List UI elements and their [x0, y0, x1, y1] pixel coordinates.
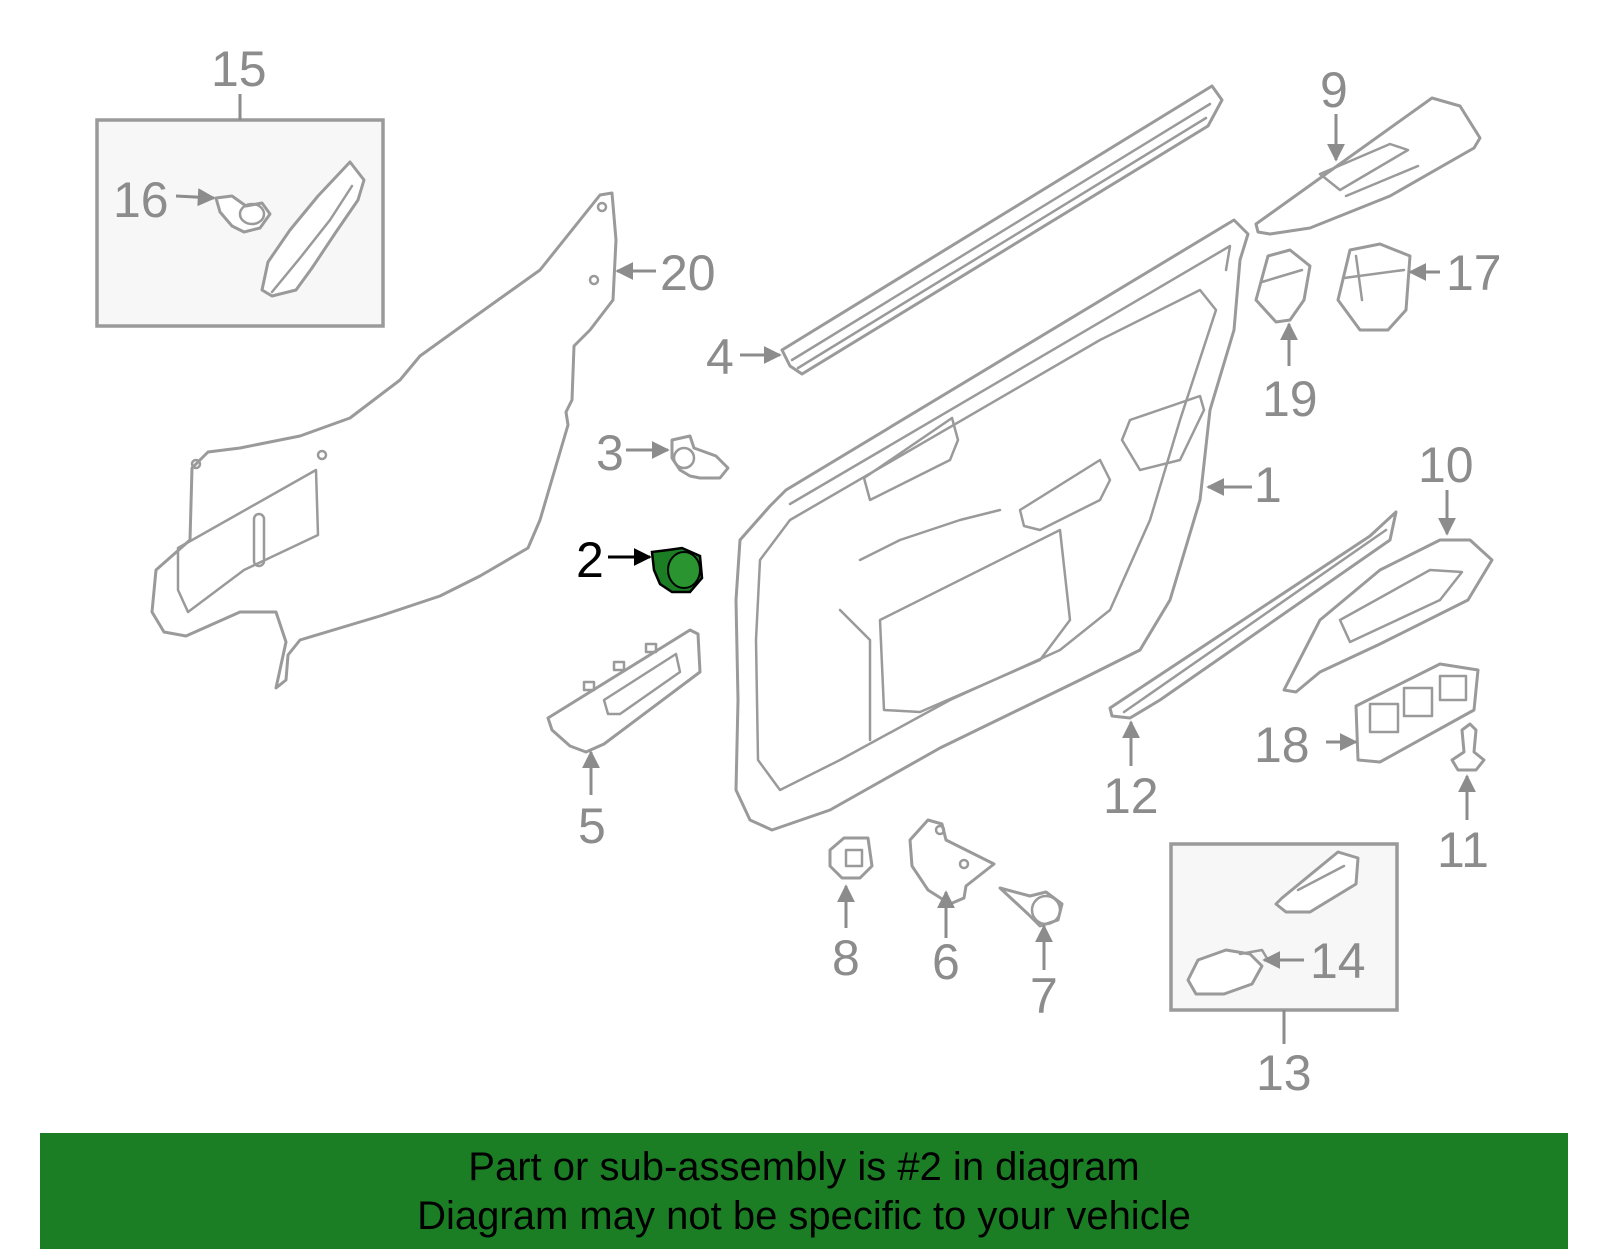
- part-8-clip[interactable]: [828, 836, 874, 928]
- part-19-switch[interactable]: [1254, 248, 1312, 366]
- callout-5[interactable]: 5: [578, 798, 606, 854]
- callout-8[interactable]: 8: [832, 930, 860, 986]
- callout-6[interactable]: 6: [932, 934, 960, 990]
- banner-line-part: Part or sub-assembly is #2 in diagram: [468, 1145, 1140, 1189]
- part-11-screw[interactable]: [1450, 722, 1486, 820]
- callout-1[interactable]: 1: [1254, 457, 1282, 513]
- callout-15[interactable]: 15: [211, 41, 267, 97]
- callout-14[interactable]: 14: [1310, 933, 1366, 989]
- part-17-switch[interactable]: [1336, 242, 1440, 332]
- part-16-clip[interactable]: [175, 188, 272, 234]
- callout-3[interactable]: 3: [596, 425, 624, 481]
- callout-20[interactable]: 20: [660, 245, 716, 301]
- kit-box-13: [1169, 842, 1399, 1044]
- part-18-window-switch[interactable]: [1326, 662, 1480, 764]
- part-2-clip-highlighted[interactable]: [608, 546, 704, 594]
- part-12-molding[interactable]: [1108, 510, 1398, 766]
- callout-13[interactable]: 13: [1256, 1045, 1312, 1101]
- callout-19[interactable]: 19: [1262, 371, 1318, 427]
- info-banner: Part or sub-assembly is #2 in diagram Di…: [40, 1133, 1568, 1249]
- part-10-armrest-trim[interactable]: [1282, 490, 1494, 694]
- callout-11[interactable]: 11: [1437, 822, 1489, 878]
- callout-7[interactable]: 7: [1030, 968, 1058, 1024]
- part-5-handle-trim[interactable]: [546, 628, 702, 795]
- callout-12[interactable]: 12: [1103, 768, 1159, 824]
- parts-diagram: 15 16 20 4 3 2 5 1 9 17 19 10 12 18 11 8…: [95, 41, 1502, 1101]
- part-9-switch-bezel[interactable]: [1254, 96, 1482, 236]
- callout-18[interactable]: 18: [1254, 717, 1310, 773]
- part-6-bracket[interactable]: [908, 818, 996, 938]
- callout-9[interactable]: 9: [1320, 62, 1348, 118]
- part-1-door-panel[interactable]: [734, 218, 1252, 832]
- callout-16[interactable]: 16: [113, 172, 169, 228]
- part-4-weatherstrip[interactable]: [740, 84, 1224, 376]
- callout-4[interactable]: 4: [706, 329, 734, 385]
- callout-10[interactable]: 10: [1418, 437, 1474, 493]
- part-3-clip[interactable]: [626, 434, 730, 480]
- callout-17[interactable]: 17: [1446, 245, 1502, 301]
- part-7-screw[interactable]: [998, 886, 1064, 970]
- callout-2[interactable]: 2: [576, 532, 604, 588]
- banner-line-disclaimer: Diagram may not be specific to your vehi…: [417, 1194, 1191, 1238]
- mirror-trim-piece[interactable]: [260, 160, 366, 298]
- part-20-water-shield[interactable]: [150, 191, 656, 690]
